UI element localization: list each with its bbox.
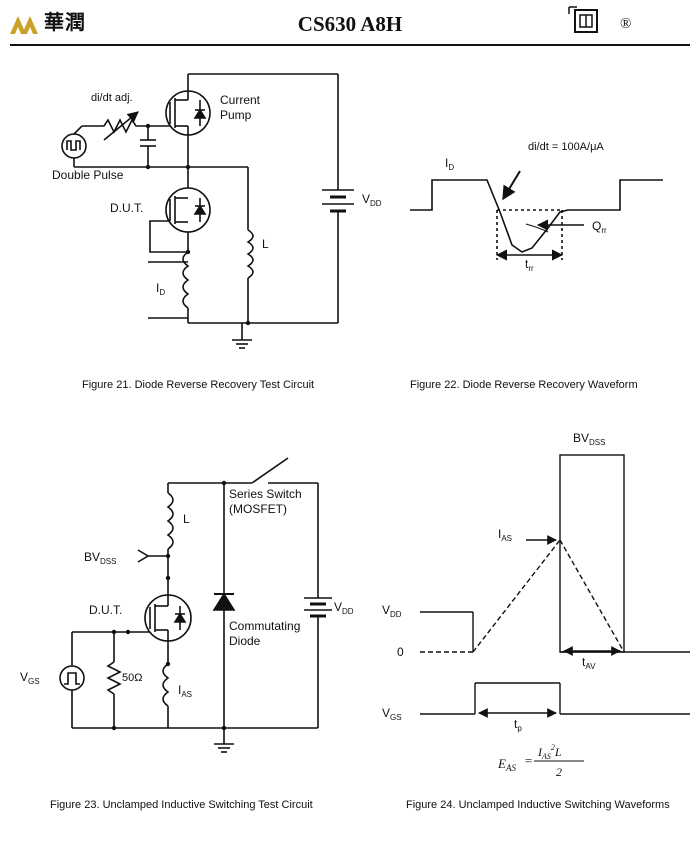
fig24-ias-label: IAS xyxy=(498,527,512,543)
fig24-zero-label: 0 xyxy=(397,645,404,659)
fig24-vgs-label: VGS xyxy=(382,706,402,722)
fig23-ias-label: IAS xyxy=(178,683,192,699)
fig21-pump-label: Pump xyxy=(220,108,252,122)
svg-text:=: = xyxy=(524,753,533,768)
fig23-l-label: L xyxy=(183,512,190,526)
fig24-tp-label: tp xyxy=(514,717,522,733)
fig22-id-label: ID xyxy=(445,156,454,172)
figure-24-caption: Figure 24. Unclamped Inductive Switching… xyxy=(406,799,670,811)
figure-23-junctions xyxy=(111,480,227,731)
company-logo-text: 華潤 xyxy=(44,10,86,34)
fig24-bvdss-label: BVDSS xyxy=(573,431,605,447)
fig23-vgs-label: VGS xyxy=(20,670,40,686)
fig21-current-label: Current xyxy=(220,93,261,107)
figure-21-circuit xyxy=(61,73,354,349)
fig24-energy-equation: EAS = IAS2L 2 xyxy=(497,743,562,779)
fig23-commutating-label: Commutating xyxy=(229,619,300,633)
fig22-trr-label: trr xyxy=(525,257,534,273)
svg-text:2: 2 xyxy=(556,765,562,779)
figure-24-waveform xyxy=(420,454,690,762)
company-logo-icon xyxy=(10,16,38,34)
certification-mark-icon xyxy=(568,6,598,33)
figure-22-caption: Figure 22. Diode Reverse Recovery Wavefo… xyxy=(410,379,638,391)
fig23-diode-label: Diode xyxy=(229,634,261,648)
fig21-l-label: L xyxy=(262,237,269,251)
fig23-vdd-label: VDD xyxy=(334,600,354,616)
figure-21-caption: Figure 21. Diode Reverse Recovery Test C… xyxy=(82,379,315,391)
fig24-tav-label: tAV xyxy=(582,655,596,671)
fig22-didt-label: di/dt = 100A/μA xyxy=(528,141,604,153)
header-rule xyxy=(10,44,690,46)
registered-mark: ® xyxy=(620,16,632,32)
fig23-series-switch-label: Series Switch xyxy=(229,487,302,501)
fig21-dut-label: D.U.T. xyxy=(110,201,143,215)
figure-22-waveform xyxy=(410,170,663,261)
svg-text:IAS2L: IAS2L xyxy=(537,743,562,761)
fig21-vdd-label: VDD xyxy=(362,192,382,208)
svg-text:EAS: EAS xyxy=(497,756,516,773)
fig23-dut-label: D.U.T. xyxy=(89,603,122,617)
fig23-mosfet-label: (MOSFET) xyxy=(229,502,287,516)
figure-21-junctions xyxy=(145,123,251,326)
document-title: CS630 A8H xyxy=(297,12,403,36)
fig21-id-label: ID xyxy=(156,281,165,297)
fig24-vdd-label: VDD xyxy=(382,603,402,619)
figure-23-caption: Figure 23. Unclamped Inductive Switching… xyxy=(50,799,313,811)
fig21-didt-label: di/dt adj. xyxy=(91,92,133,104)
fig23-bvdss-label: BVDSS xyxy=(84,550,116,566)
fig21-double-pulse-label: Double Pulse xyxy=(52,168,124,182)
page-header: 華潤 CS630 A8H ® xyxy=(0,0,700,46)
fig23-resistor-label: 50Ω xyxy=(122,672,142,684)
fig22-qrr-label: Qrr xyxy=(592,219,607,235)
